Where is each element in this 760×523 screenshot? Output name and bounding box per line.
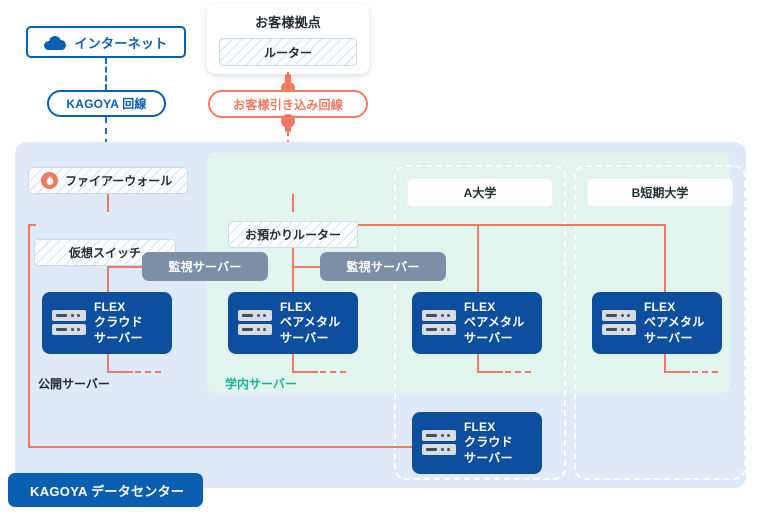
server2-bottom-run [292,371,318,373]
customer-line-label: お客様引き込み回線 [233,97,343,112]
monitoring-server-2-label: 監視サーバー [346,260,420,274]
server2-bottom-stub [292,354,294,372]
university-a-label: A大学 [463,186,497,200]
server-rack-icon [52,310,86,336]
university-b-group [574,165,746,480]
flex-server-1-line1: クラウド [94,315,143,330]
monitoring-server-1: 監視サーバー [142,252,268,281]
flex-server-4: FLEX ベアメタル サーバー [592,292,722,354]
monitor2-link-line [292,266,322,268]
flex-server-2: FLEX ベアメタル サーバー [228,292,358,354]
customer-site-card: お客様拠点 ルーター [207,4,369,74]
firewall-label: ファイアーウォール [65,174,173,188]
flex-server-2-brand: FLEX [280,299,312,314]
flex-server-2-line2: サーバー [280,330,329,345]
server3-bottom-stub [477,354,479,372]
campus-zone-label: 学内サーバー [225,377,297,391]
server2-dashed-tail [320,371,346,373]
flex-server-2-line1: ベアメタル [280,315,341,330]
flame-icon [41,171,58,190]
internet-to-line-connector [105,58,107,90]
monitoring-server-1-label: 監視サーバー [168,260,242,274]
flex-server-4-line1: ベアメタル [644,315,705,330]
university-a-header: A大学 [407,178,553,207]
plug-connector-bottom [281,114,295,132]
internet-label: インターネット [74,35,168,51]
server1-dashed-tail [135,371,161,373]
firewall-to-vswitch-line [107,194,109,212]
kagoya-line-badge: KAGOYA 回線 [47,90,166,117]
server3-dashed-tail [505,371,531,373]
server1-bottom-run [107,371,133,373]
flex-server-1: FLEX クラウド サーバー [42,292,172,354]
server-rack-icon [602,310,636,336]
university-a-group [394,165,566,480]
server-rack-icon [238,310,272,336]
server3-bottom-run [477,371,503,373]
server4-bottom-stub [664,354,666,372]
university-b-header: B短期大学 [587,178,733,207]
virtual-switch-label: 仮想スイッチ [68,246,141,260]
flex-server-3: FLEX ベアメタル サーバー [412,292,542,354]
internet-node: インターネット [26,26,186,58]
datacenter-badge-label: KAGOYA データセンター [30,483,185,499]
datacenter-badge: KAGOYA データセンター [8,473,203,507]
university-b-label: B短期大学 [631,186,689,200]
flex-server-5-brand: FLEX [464,419,496,434]
flex-server-5: FLEX クラウド サーバー [412,412,542,474]
bottom-bus-horizontal [28,446,415,448]
server1-bottom-stub [107,354,109,372]
hub-to-universities-bus [358,224,666,226]
managed-router-node: お預かりルーター [228,221,358,248]
server4-bottom-run [664,371,690,373]
uni-a-drop-line [477,224,479,292]
server-rack-icon [422,310,456,336]
server4-dashed-tail [692,371,718,373]
flex-server-1-line2: サーバー [94,330,143,345]
flex-server-1-brand: FLEX [94,299,126,314]
flex-server-3-line2: サーバー [464,330,513,345]
customer-router-label: ルーター [263,45,312,60]
firewall-node: ファイアーウォール [28,167,188,194]
flex-server-5-line2: サーバー [464,450,513,465]
vswitch-left-stub [28,224,36,226]
customer-site-title: お客様拠点 [254,15,321,30]
left-bus-vertical [28,224,30,448]
flex-server-3-brand: FLEX [464,299,496,314]
server-rack-icon [422,430,456,456]
public-zone-label: 公開サーバー [38,377,110,391]
router-to-hub-line [292,194,294,212]
uni-b-drop-line [664,224,666,292]
flex-server-4-line2: サーバー [644,330,693,345]
customer-router-node: ルーター [219,38,357,66]
monitoring-server-2: 監視サーバー [320,252,446,281]
managed-router-label: お預かりルーター [244,228,341,242]
hub-to-server2-line [292,239,294,292]
flex-server-4-brand: FLEX [644,299,676,314]
flex-server-5-line1: クラウド [464,435,513,450]
flex-server-3-line1: ベアメタル [464,315,525,330]
cloud-icon [44,35,67,50]
monitor1-link-line [107,266,144,268]
kagoya-line-label: KAGOYA 回線 [66,97,147,111]
